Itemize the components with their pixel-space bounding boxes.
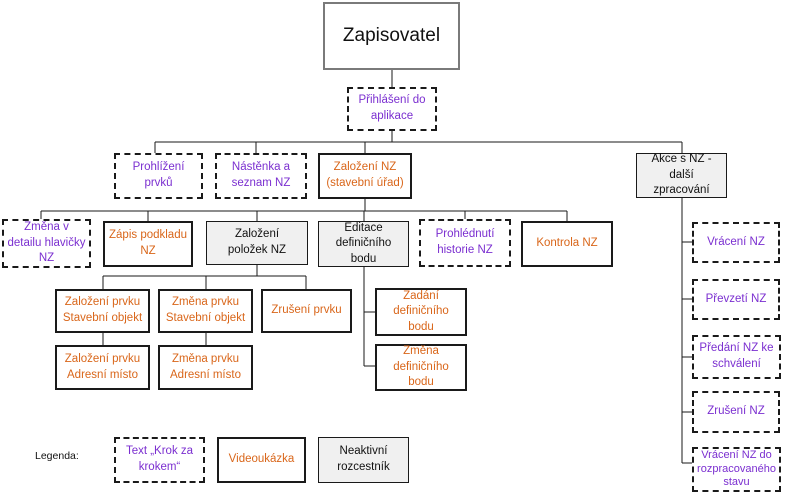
nastenka-box: Nástěnka a seznam NZ (215, 153, 307, 199)
zmena-bodu-box: Změna definičního bodu (375, 344, 467, 391)
legend-krok-box: Text „Krok za krokem“ (114, 437, 205, 483)
zadani-bodu-box: Zadání definičního bodu (375, 288, 467, 336)
zalozeni-adr-box: Založení prvku Adresní místo (55, 345, 150, 390)
legend-video-box: Videoukázka (217, 437, 306, 483)
zruseni-nz-box: Zrušení NZ (692, 391, 780, 433)
zalozeni-polozek-box: Založení položek NZ (206, 221, 308, 265)
predani-nz-box: Předání NZ ke schválení (692, 335, 781, 379)
prohlizeni-box: Prohlížení prvků (114, 153, 203, 199)
zmena-stav-box: Změna prvku Stavební objekt (158, 289, 253, 333)
root-box: Zapisovatel (323, 2, 460, 70)
legend-label: Legenda: (35, 450, 79, 462)
zapis-podkladu-box: Zápis podkladu NZ (103, 221, 193, 267)
historie-box: Prohlédnutí historie NZ (419, 219, 511, 267)
zalozeni-stav-box: Založení prvku Stavební objekt (55, 289, 150, 333)
editace-bodu-box: Editace definičního bodu (318, 221, 409, 267)
legend-neaktivni-box: Neaktivní rozcestník (318, 437, 409, 483)
kontrola-box: Kontrola NZ (521, 221, 613, 267)
zmena-hlavicky-box: Změna v detailu hlavičky NZ (2, 219, 91, 268)
prevzeti-nz-box: Převzetí NZ (692, 279, 780, 320)
zalozeni-nz-box: Založení NZ (stavební úřad) (318, 153, 412, 199)
zruseni-prvku-box: Zrušení prvku (261, 289, 352, 333)
vraceni-rozprac-box: Vrácení NZ do rozpracovaného stavu (692, 447, 781, 492)
login-box: Přihlášení do aplikace (347, 87, 437, 131)
vraceni-nz-box: Vrácení NZ (692, 222, 780, 263)
zmena-adr-box: Změna prvku Adresní místo (158, 345, 253, 390)
akce-nz-box: Akce s NZ - další zpracování (636, 153, 727, 198)
